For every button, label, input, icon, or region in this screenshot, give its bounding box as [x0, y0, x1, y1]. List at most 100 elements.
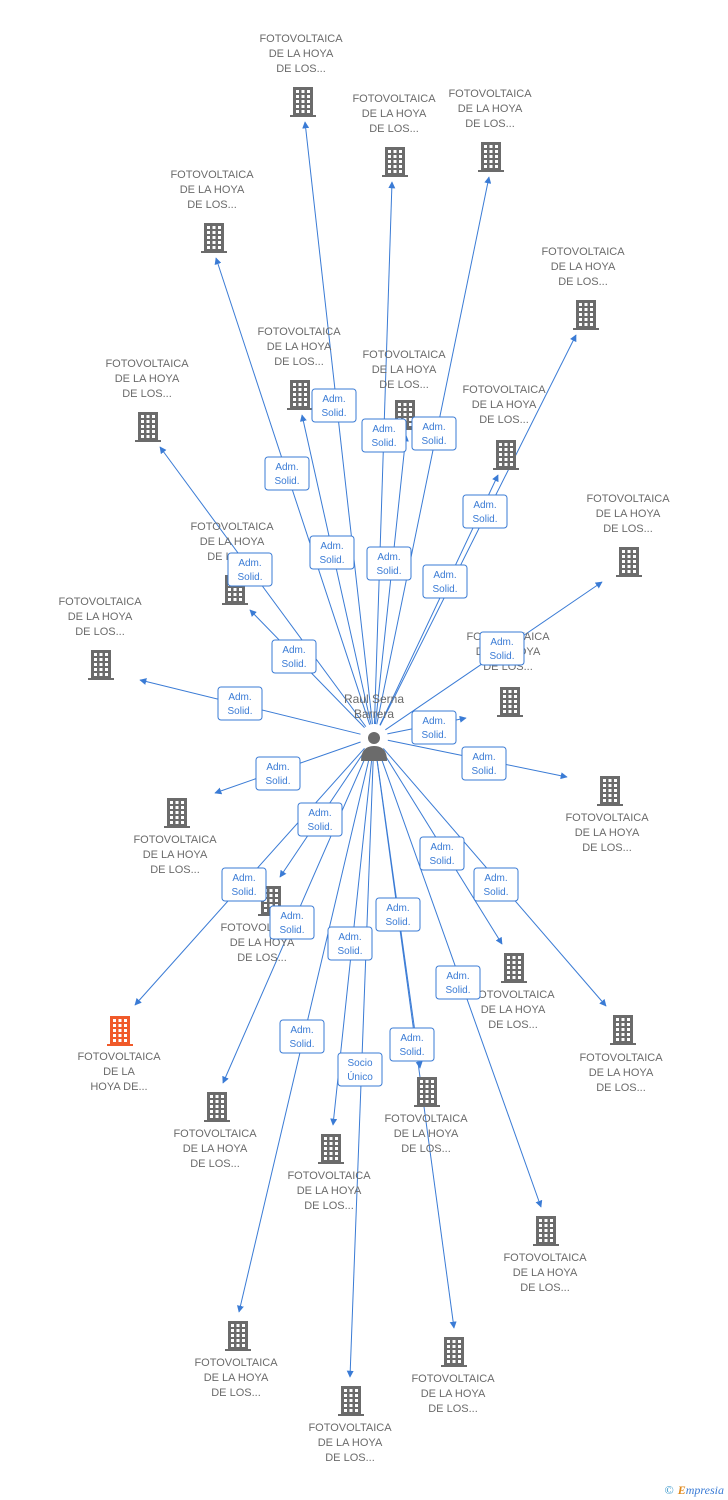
edge-label-text: Solid.	[399, 1047, 424, 1058]
company-label: FOTOVOLTAICA	[173, 1128, 257, 1140]
edge-label: Adm. Solid.	[271, 639, 317, 674]
edge-label-text: Solid.	[274, 476, 299, 487]
edge-label-text: Adm.	[282, 645, 305, 656]
edge-label: Adm.Solid.	[366, 546, 412, 581]
edge-label-text: Solid.	[279, 925, 304, 936]
edge-label: Adm. Solid.	[389, 1027, 435, 1062]
company-label: DE LOS...	[187, 199, 237, 211]
edge-label-text: Adm.	[320, 541, 343, 552]
company-label: FOTOVOLTAICA	[170, 169, 254, 181]
edge-label: Adm.Solid.	[217, 686, 263, 721]
edge-label-text: Solid.	[429, 856, 454, 867]
edge-label-text: Adm.	[400, 1033, 423, 1044]
edge-label: Adm.Solid.	[419, 836, 465, 871]
company-label: DE LA HOYA	[421, 1388, 486, 1400]
company-label: DE LA HOYA	[297, 1185, 362, 1197]
edge-label-text: Adm.	[308, 808, 331, 819]
company-label: DE LOS...	[465, 118, 515, 130]
building-icon	[290, 87, 316, 117]
edge-line	[302, 121, 373, 725]
company-label: DE LA HOYA	[458, 103, 523, 115]
edge-label-text: Adm.	[228, 692, 251, 703]
company-label: DE LA HOYA	[115, 373, 180, 385]
company-label: DE LOS...	[596, 1082, 646, 1094]
company-label: DE LA HOYA	[362, 108, 427, 120]
edge-label: Adm.Solid.	[375, 897, 421, 932]
edge-label-text: Adm.	[372, 424, 395, 435]
edge-label-text: Adm.	[322, 394, 345, 405]
edge-label-text: Adm.	[446, 971, 469, 982]
edge-label-text: Solid.	[281, 659, 306, 670]
building-icon	[414, 1077, 440, 1107]
edge-line	[379, 334, 577, 726]
company-label: DE LA HOYA	[481, 1004, 546, 1016]
company-label: DE LOS...	[122, 388, 172, 400]
edge-label: Adm.Solid.	[361, 418, 407, 453]
edge-line	[373, 181, 396, 725]
edge-label: Adm.Solid.	[411, 416, 457, 451]
company-label: DE LA HOYA	[596, 508, 661, 520]
edge-label-text: Solid.	[265, 776, 290, 787]
edge-label-text: Solid.	[307, 822, 332, 833]
building-icon	[107, 1016, 133, 1046]
edge-label-text: Socio	[347, 1058, 372, 1069]
company-label: DE LOS...	[428, 1403, 478, 1415]
edge-label-text: Solid.	[472, 514, 497, 525]
company-label: FOTOVOLTAICA	[503, 1252, 587, 1264]
company-label: DE LA HOYA	[143, 849, 208, 861]
edge-label-text: Solid.	[445, 985, 470, 996]
edge-label-text: Adm.	[473, 500, 496, 511]
building-icon	[135, 412, 161, 442]
person-name-label: Barrera	[354, 707, 394, 721]
company-label: FOTOVOLTAICA	[259, 33, 343, 45]
edge-label-text: Solid.	[289, 1039, 314, 1050]
edge-label: Adm. Solid.	[297, 802, 343, 837]
company-label: DE LOS...	[488, 1019, 538, 1031]
building-icon	[201, 223, 227, 253]
brand-initial: E	[677, 1483, 686, 1497]
edge-label: Adm.Solid.	[473, 867, 519, 902]
edge-label: Adm.Solid.	[461, 746, 507, 781]
company-label: DE LA HOYA	[204, 1372, 269, 1384]
edge-label-text: Adm.	[386, 903, 409, 914]
company-label: DE LA HOYA	[394, 1128, 459, 1140]
company-label: DE LOS...	[211, 1387, 261, 1399]
company-label: DE LA HOYA	[575, 827, 640, 839]
edge-line	[214, 257, 371, 725]
edge-label: Adm.Solid.	[279, 1019, 325, 1054]
building-icon	[610, 1015, 636, 1045]
edge-label-text: Adm.	[275, 462, 298, 473]
building-icon	[478, 142, 504, 172]
edge-label-text: Solid.	[231, 887, 256, 898]
company-label: FOTOVOLTAICA	[352, 93, 436, 105]
company-label: FOTOVOLTAICA	[133, 834, 217, 846]
building-icon	[204, 1092, 230, 1122]
edge-label-text: Adm.	[490, 637, 513, 648]
edge-line	[299, 414, 372, 725]
company-label: FOTOVOLTAICA	[541, 246, 625, 258]
